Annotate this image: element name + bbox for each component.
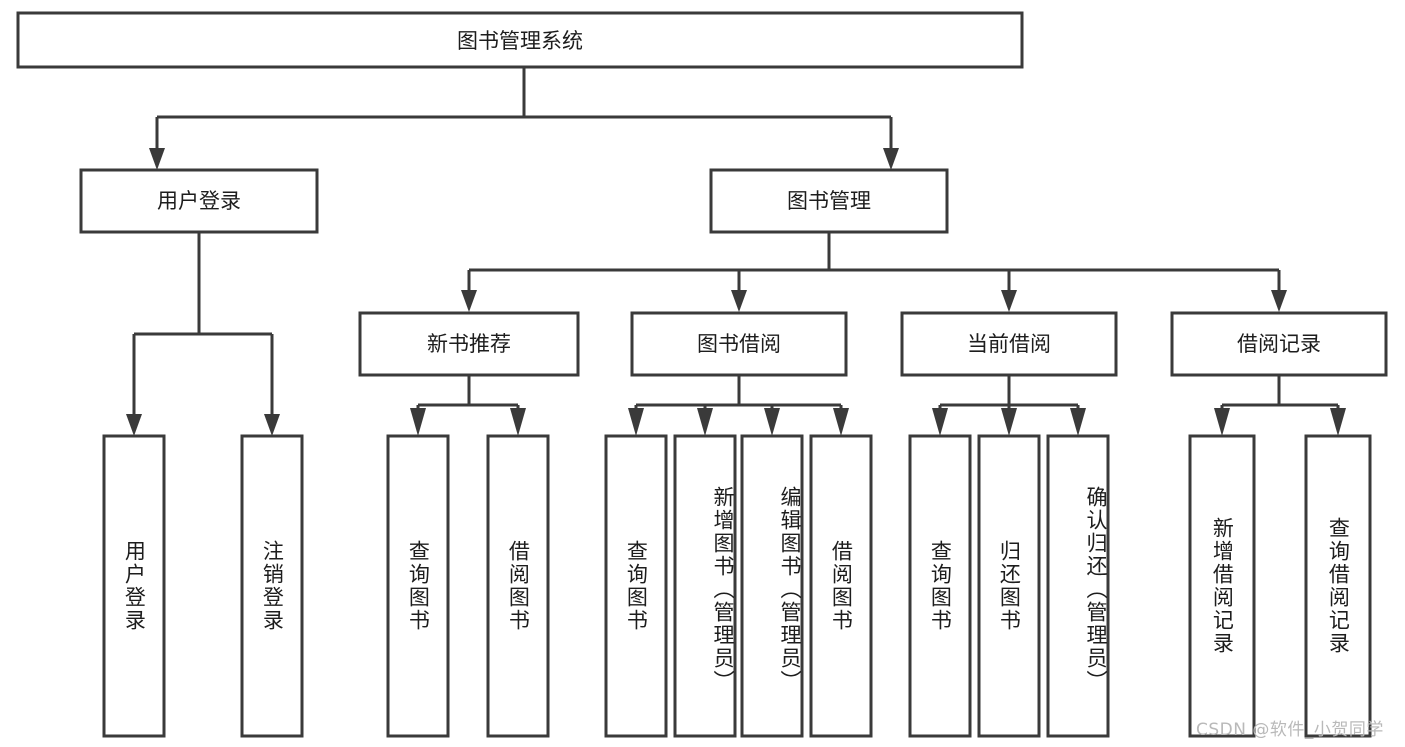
leaf-logout-rect[interactable] <box>240 434 304 738</box>
arrow-root-to-book-manage <box>883 148 899 170</box>
node-root[interactable]: 图书管理系统 <box>16 11 1024 69</box>
arrow-bookborrow-c4 <box>833 408 849 436</box>
leaf-cb-return-book-rect[interactable] <box>977 434 1041 738</box>
leaf-br-query-record-rect[interactable] <box>1304 434 1372 738</box>
node-book-manage-rect[interactable] <box>709 168 949 234</box>
leaf-user-login-rect[interactable] <box>102 434 166 738</box>
connector-group-book-manage <box>461 232 1287 312</box>
csdn-watermark: CSDN @软件_小贺同学 <box>1196 720 1384 740</box>
node-borrow-record[interactable]: 借阅记录 <box>1170 311 1388 377</box>
leaf-bb-edit-book-rect[interactable] <box>740 434 804 738</box>
node-current-borrow-rect[interactable] <box>900 311 1118 377</box>
leaf-cb-confirm-return-rect[interactable] <box>1046 434 1110 738</box>
leaf-bb-borrow-book-rect[interactable] <box>809 434 873 738</box>
arrow-currentborrow-c1 <box>932 408 948 436</box>
node-book-borrow[interactable]: 图书借阅 <box>630 311 848 377</box>
leaf-br-add-record-rect[interactable] <box>1188 434 1256 738</box>
arrow-userlogin-c2 <box>264 414 280 436</box>
node-new-book-recommend-label: 新书推荐 <box>427 332 511 356</box>
node-borrow-record-label: 借阅记录 <box>1237 332 1321 356</box>
node-borrow-record-rect[interactable] <box>1170 311 1388 377</box>
leaf-nb-query-book-rect[interactable] <box>386 434 450 738</box>
node-user-login-rect[interactable] <box>79 168 319 234</box>
arrow-bookmanage-c2 <box>731 290 747 312</box>
arrow-borrowrecord-c2 <box>1330 408 1346 436</box>
arrow-currentborrow-c3 <box>1070 408 1086 436</box>
connector-group-borrow-record <box>1214 375 1346 436</box>
arrow-newbook-c2 <box>510 408 526 436</box>
node-root-label: 图书管理系统 <box>457 29 583 53</box>
connector-group-book-borrow <box>628 375 849 436</box>
node-current-borrow-label: 当前借阅 <box>967 332 1051 356</box>
connector-group-root <box>149 67 899 170</box>
node-book-borrow-rect[interactable] <box>630 311 848 377</box>
arrow-bookmanage-c4 <box>1271 290 1287 312</box>
arrow-root-to-user-login <box>149 148 165 170</box>
node-new-book-recommend-rect[interactable] <box>358 311 580 377</box>
arrow-borrowrecord-c1 <box>1214 408 1230 436</box>
node-book-manage-label: 图书管理 <box>787 189 871 213</box>
node-current-borrow[interactable]: 当前借阅 <box>900 311 1118 377</box>
connector-group-user-login <box>126 232 280 436</box>
leaf-bb-query-book-rect[interactable] <box>604 434 668 738</box>
arrow-bookmanage-c3 <box>1001 290 1017 312</box>
node-book-manage[interactable]: 图书管理 <box>709 168 949 234</box>
arrow-currentborrow-c2 <box>1001 408 1017 436</box>
leaf-bb-add-book-rect[interactable] <box>673 434 737 738</box>
leaf-nb-borrow-book-rect[interactable] <box>486 434 550 738</box>
arrow-userlogin-c1 <box>126 414 142 436</box>
arrow-bookborrow-c3 <box>764 408 780 436</box>
arrow-bookborrow-c1 <box>628 408 644 436</box>
node-user-login[interactable]: 用户登录 <box>79 168 319 234</box>
arrow-newbook-c1 <box>410 408 426 436</box>
node-new-book-recommend[interactable]: 新书推荐 <box>358 311 580 377</box>
node-root-rect[interactable] <box>16 11 1024 69</box>
leaf-cb-query-book-rect[interactable] <box>908 434 972 738</box>
arrow-bookmanage-c1 <box>461 290 477 312</box>
node-book-borrow-label: 图书借阅 <box>697 332 781 356</box>
node-user-login-label: 用户登录 <box>157 189 241 213</box>
arrow-bookborrow-c2 <box>697 408 713 436</box>
connector-group-new-book <box>410 375 526 436</box>
connector-group-current-borrow <box>932 375 1086 436</box>
